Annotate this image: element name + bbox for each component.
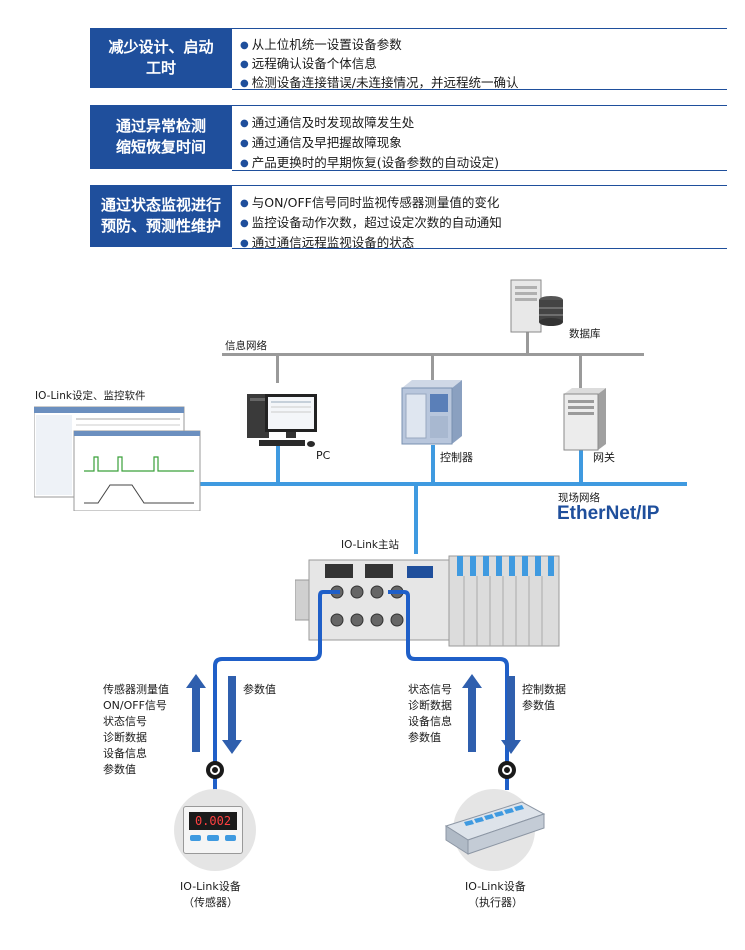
download-arrow-right: [501, 676, 521, 754]
master-field-drop: [414, 484, 418, 554]
actuator-device-label: IO-Link设备: [465, 880, 526, 893]
info-network-line: [222, 353, 644, 356]
upload-arrow-right: [462, 674, 482, 752]
connector-icon-right: [498, 761, 516, 779]
right-upload-list: 状态信号 诊断数据 设备信息 参数值: [408, 683, 452, 744]
left-upload-list: 传感器测量值 ON/OFF信号 状态信号 诊断数据 设备信息 参数值: [103, 683, 169, 776]
software-screenshot-icon: [34, 406, 201, 511]
pc-field-drop: [276, 440, 280, 484]
sensor-device-type: （传感器）: [183, 896, 238, 909]
field-network-line: [195, 482, 687, 486]
list-item: 检测设备连接错误/未连接情况，并远程统一确认: [240, 72, 519, 91]
benefit-list-1: 从上位机统一设置设备参数 远程确认设备个体信息 检测设备连接错误/未连接情况，并…: [232, 28, 727, 90]
list-item: 通过通信及早把握故障现象: [240, 132, 402, 151]
actuator-device-icon: [444, 801, 546, 855]
pc-info-drop: [276, 355, 279, 383]
ethernet-ip-logo: EtherNet/IP: [557, 503, 660, 524]
actuator-device-type: （执行器）: [468, 896, 523, 909]
field-network-label: 现场网络: [558, 492, 600, 504]
list-item: 通过通信远程监视设备的状态: [240, 232, 415, 251]
benefit-list-2: 通过通信及时发现故障发生处 通过通信及早把握故障现象 产品更换时的早期恢复(设备…: [232, 105, 727, 171]
download-arrow-left: [222, 676, 242, 754]
list-item: 产品更换时的早期恢复(设备参数的自动设定): [240, 152, 499, 171]
benefit-list-3: 与ON/OFF信号同时监视传感器测量值的变化 监控设备动作次数，超过设定次数的自…: [232, 185, 727, 251]
database-server-icon: [510, 279, 563, 333]
benefit-title-2: 通过异常检测 缩短恢复时间: [90, 105, 232, 169]
controller-label: 控制器: [440, 451, 473, 464]
list-item: 与ON/OFF信号同时监视传感器测量值的变化: [240, 192, 500, 211]
connector-icon-left: [206, 761, 224, 779]
gateway-info-drop: [579, 355, 582, 389]
list-item: 远程确认设备个体信息: [240, 53, 377, 72]
controller-info-drop: [431, 355, 434, 383]
controller-field-drop: [431, 445, 435, 484]
upload-arrow-left: [186, 674, 206, 752]
io-link-master-unit: [295, 555, 560, 647]
gateway-icon: [563, 388, 606, 451]
database-label: 数据库: [569, 328, 601, 340]
benefit-title-3: 通过状态监视进行 预防、预测性维护: [90, 185, 232, 247]
right-download-list: 控制数据 参数值: [522, 683, 566, 712]
left-download-list: 参数值: [243, 683, 276, 696]
master-label: IO-Link主站: [341, 539, 399, 551]
gateway-label: 网关: [593, 451, 615, 464]
gateway-field-drop: [579, 450, 583, 484]
database-info-drop: [526, 330, 529, 355]
benefit-title-1: 减少设计、启动 工时: [90, 28, 232, 88]
pc-label: PC: [316, 449, 331, 462]
list-item: 监控设备动作次数，超过设定次数的自动通知: [240, 212, 502, 231]
sensor-display: 0.002: [189, 812, 237, 830]
sensor-device-label: IO-Link设备: [180, 880, 241, 893]
list-item: 从上位机统一设置设备参数: [240, 34, 402, 53]
info-network-label: 信息网络: [225, 340, 267, 352]
list-item: 通过通信及时发现故障发生处: [240, 112, 415, 131]
software-label: IO-Link设定、监控软件: [35, 390, 146, 402]
pc-icon: [247, 394, 317, 447]
controller-icon: [401, 380, 462, 445]
sensor-device-icon: 0.002: [183, 806, 243, 854]
